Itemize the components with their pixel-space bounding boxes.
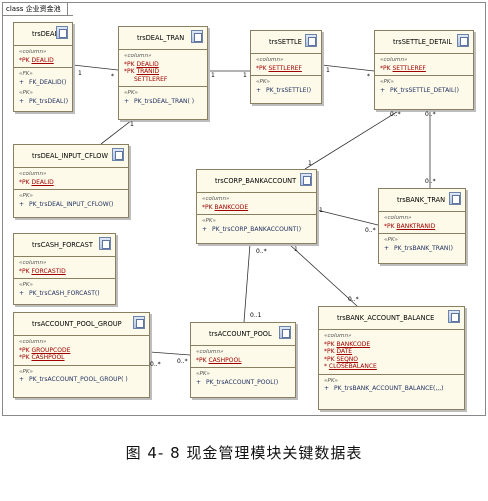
table-icon <box>133 316 145 329</box>
column-dealid: DEALID <box>31 56 54 64</box>
multiplicity-label: 0..* <box>425 111 436 118</box>
operation-pk: PK_trsBANK_TRAN() <box>394 244 454 252</box>
column-dealid: DEALID <box>136 60 159 68</box>
multiplicity-label: 1 <box>326 67 330 74</box>
assoc-group-pool <box>149 351 191 356</box>
multiplicity-label: 0..* <box>177 358 188 365</box>
multiplicity-label: 1 <box>319 207 323 214</box>
multiplicity-label: 1 <box>243 72 247 79</box>
table-name: trsBANK_ACCOUNT_BALANCE <box>337 314 435 322</box>
table-name: trsCORP_BANKACCOUNT <box>215 177 297 185</box>
table-name: trsCASH_FORCAST <box>32 241 93 249</box>
assoc-dealtran-cflow <box>100 119 133 145</box>
operation-pk: PK_trsCASH_FORCAST() <box>29 289 100 297</box>
table-trssettle-detail[interactable]: trsSETTLE_DETAIL «column» *PK SETTLEREF … <box>374 30 474 110</box>
assoc-corp-pool <box>243 243 251 323</box>
multiplicity-label: 0..* <box>425 178 436 185</box>
table-name: trsDEAL_TRAN <box>137 34 185 42</box>
table-trsaccount-pool-group[interactable]: trsACCOUNT_POOL_GROUP «column» *PK GROUP… <box>13 312 150 398</box>
multiplicity-label: * <box>367 73 370 80</box>
table-trssettle[interactable]: trsSETTLE «column» *PK SETTLEREF «PK» +P… <box>250 30 322 104</box>
table-name: trsACCOUNT_POOL_GROUP <box>32 320 122 328</box>
column-settleref: SETTLEREF <box>134 75 168 83</box>
figure-caption: 图 4- 8 现金管理模块关键数据表 <box>125 444 363 462</box>
table-name: trsBANK_TRAN <box>397 196 446 204</box>
multiplicity-label: * <box>111 73 114 80</box>
table-name: trsDEAL <box>32 30 59 38</box>
operation-pk: PK_trsDEAL_INPUT_CFLOW() <box>29 200 114 208</box>
column-cashpool: CASHPOOL <box>208 356 242 364</box>
operation-pk: PK_trsSETTLE() <box>266 86 312 94</box>
multiplicity-label: 1 <box>211 72 215 79</box>
table-icon <box>99 237 111 250</box>
multiplicity-label: 0..1 <box>250 312 262 319</box>
table-icon <box>56 26 68 39</box>
frame-title: class 企业资金池 <box>3 3 73 16</box>
multiplicity-label: 0..* <box>390 111 401 118</box>
table-icon <box>112 148 124 161</box>
table-icon <box>449 192 461 205</box>
column-tranid: TRANID <box>136 68 160 75</box>
operation-pk: PK_trsACCOUNT_POOL() <box>206 378 279 386</box>
table-icon <box>457 34 469 47</box>
column-seqno: SEQNO <box>336 355 359 363</box>
table-icon <box>300 173 312 186</box>
table-trsdeal[interactable]: trsDEAL «column» *PK DEALID «FK» +FK_DEA… <box>13 22 73 112</box>
assoc-corp-balance <box>288 243 358 307</box>
multiplicity-label: 1 <box>78 70 82 77</box>
operation-pk: PK_trsDEAL() <box>29 97 69 105</box>
table-icon <box>191 30 203 43</box>
operation-pk: PK_trsSETTLE_DETAIL() <box>390 86 459 94</box>
table-icon <box>279 326 291 339</box>
column-bankcode: BANKCODE <box>214 203 249 211</box>
column-settleref: SETTLEREF <box>268 64 302 72</box>
multiplicity-label: 0..* <box>348 296 359 303</box>
operation-fk-dealid: FK_DEALID() <box>29 78 67 86</box>
assoc-detail-corp <box>304 109 401 170</box>
column-settleref: SETTLEREF <box>392 64 426 72</box>
multiplicity-label: 0..* <box>256 248 267 255</box>
table-trsaccount-pool[interactable]: trsACCOUNT_POOL «column» *PK CASHPOOL «P… <box>190 322 296 398</box>
column-bankcode: BANKCODE <box>336 340 371 348</box>
column-dealid: DEALID <box>31 178 54 186</box>
column-closebalance: CLOSEBALANCE <box>328 363 377 370</box>
table-icon <box>305 34 317 47</box>
table-trsbank-account-balance[interactable]: trsBANK_ACCOUNT_BALANCE «column» *PK BAN… <box>318 306 465 410</box>
table-icon <box>448 310 460 323</box>
multiplicity-label: 1 <box>308 160 312 167</box>
assoc-settle-detail <box>321 64 375 72</box>
table-name: trsSETTLE_DETAIL <box>393 38 453 46</box>
multiplicity-label: 1 <box>294 246 298 253</box>
table-trsdeal-tran[interactable]: trsDEAL_TRAN «column» *PK DEALID *PK TRA… <box>118 26 208 120</box>
operation-pk: PK_trsCORP_BANKACCOUNT() <box>212 225 302 233</box>
operation-pk: PK_trsACCOUNT_POOL_GROUP( ) <box>29 376 128 383</box>
table-trscash-forcast[interactable]: trsCASH_FORCAST «column» *PK FORCASTID «… <box>13 233 116 305</box>
operation-pk: PK_trsDEAL_TRAN( ) <box>134 97 195 105</box>
column-banktranid: BANKTRANID <box>396 222 436 230</box>
table-name: trsDEAL_INPUT_CFLOW <box>32 152 109 160</box>
assoc-corp-banktran <box>316 209 379 226</box>
column-groupcode: GROUPCODE <box>31 346 71 354</box>
table-name: trsACCOUNT_POOL <box>209 330 272 338</box>
multiplicity-label: 1 <box>130 121 134 128</box>
multiplicity-label: 0..* <box>150 361 161 368</box>
table-trsdeal-input-cflow[interactable]: trsDEAL_INPUT_CFLOW «column» *PK DEALID … <box>13 144 129 218</box>
table-trsbank-tran[interactable]: trsBANK_TRAN «column» *PK BANKTRANID «PK… <box>378 188 466 264</box>
column-date: DATE <box>336 348 353 355</box>
multiplicity-label: 0..* <box>365 227 376 234</box>
column-cashpool: CASHPOOL <box>31 354 65 361</box>
table-name: trsSETTLE <box>269 38 302 46</box>
assoc-deal-dealtran <box>72 64 119 71</box>
table-trscorp-bankaccount[interactable]: trsCORP_BANKACCOUNT «column» *PK BANKCOD… <box>196 169 317 244</box>
operation-pk: PK_trsBANK_ACCOUNT_BALANCE(,,,) <box>334 385 444 392</box>
column-forcastid: FORCASTID <box>31 267 66 275</box>
